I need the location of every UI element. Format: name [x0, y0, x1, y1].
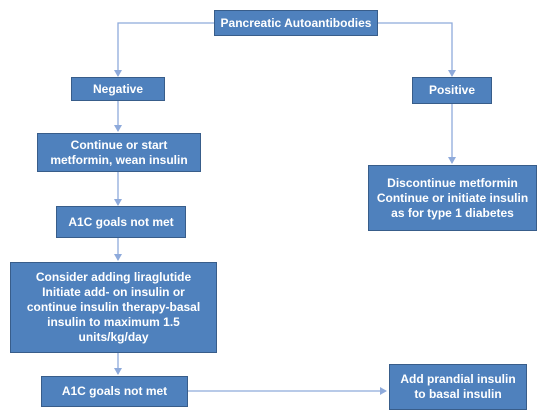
consider-liraglutide-box: Consider adding liraglutide Initiate add… [10, 262, 217, 353]
positive-box: Positive [412, 77, 492, 104]
discontinue-metformin-box: Discontinue metformin Continue or initia… [368, 165, 537, 231]
connector-root-positive [378, 22, 456, 77]
add-prandial-insulin-box: Add prandial insulin to basal insulin [389, 364, 527, 410]
pancreatic-autoantibodies-box: Pancreatic Autoantibodies [214, 10, 378, 36]
a1c-goals-box-1: A1C goals not met [56, 206, 186, 238]
continue-metformin-box: Continue or start metformin, wean insuli… [37, 133, 201, 172]
a1c-goals-box-2: A1C goals not met [41, 376, 188, 407]
connector-root-negative [114, 22, 214, 77]
negative-box: Negative [71, 77, 165, 101]
